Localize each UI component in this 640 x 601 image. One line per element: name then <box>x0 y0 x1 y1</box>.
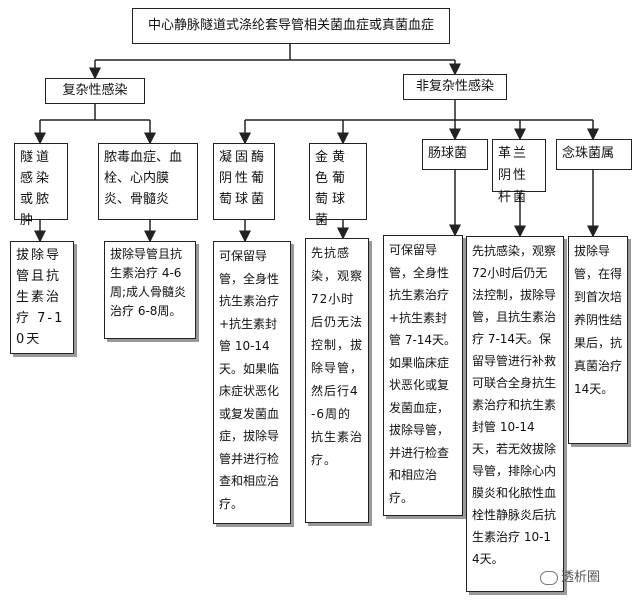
uncomplicated-infection-box: 非复杂性感染 <box>403 74 507 100</box>
treatment-tunnel-infection: 拔除导管且抗生素治疗 7-10天 <box>10 241 74 354</box>
wechat-icon <box>540 570 558 585</box>
treatment-coagulase-negative-staph: 可保留导管，全身性抗生素治疗+抗生素封管 10-14天。如果临床症状恶化或复发菌… <box>213 241 291 524</box>
category-enterococcus: 肠球菌 <box>422 139 488 170</box>
treatment-enterococcus: 可保留导管，全身性抗生素治疗+抗生素封管 7-14天。如果临床症状恶化或复发菌血… <box>383 235 463 516</box>
treatment-gram-negative: 先抗感染，观察72小时后仍无法控制，拔除导管，且抗生素治疗 7-14天。保留导管… <box>466 236 564 592</box>
treatment-staph-aureus: 先抗感染，观察72小时后仍无法控制，拔除导管，然后行4-6周的抗生素治疗。 <box>305 238 369 523</box>
complicated-infection-box: 复杂性感染 <box>45 78 145 104</box>
category-coagulase-negative-staph: 凝固酶阴性葡萄球菌 <box>213 143 275 220</box>
watermark-text: 透析圈 <box>561 570 601 585</box>
category-tunnel-infection: 隧道感染或脓肿 <box>14 143 68 228</box>
category-gram-negative: 革兰阴性杆菌 <box>492 139 546 205</box>
treatment-septic-complications: 拔除导管且抗生素治疗 4-6周;成人骨髓炎治疗 6-8周。 <box>104 241 196 339</box>
treatment-candida: 拔除导管，在得到首次培养阴性结果后，抗真菌治疗 14天。 <box>568 236 628 444</box>
category-septic-complications: 脓毒血症、血栓、心内膜炎、骨髓炎 <box>98 143 198 220</box>
watermark: 透析圈 <box>540 566 600 585</box>
diagram-title: 中心静脉隧道式涤纶套导管相关菌血症或真菌血症 <box>132 8 450 44</box>
category-staph-aureus: 金黄色葡萄球菌 <box>309 143 367 228</box>
category-candida: 念珠菌属 <box>556 139 632 170</box>
